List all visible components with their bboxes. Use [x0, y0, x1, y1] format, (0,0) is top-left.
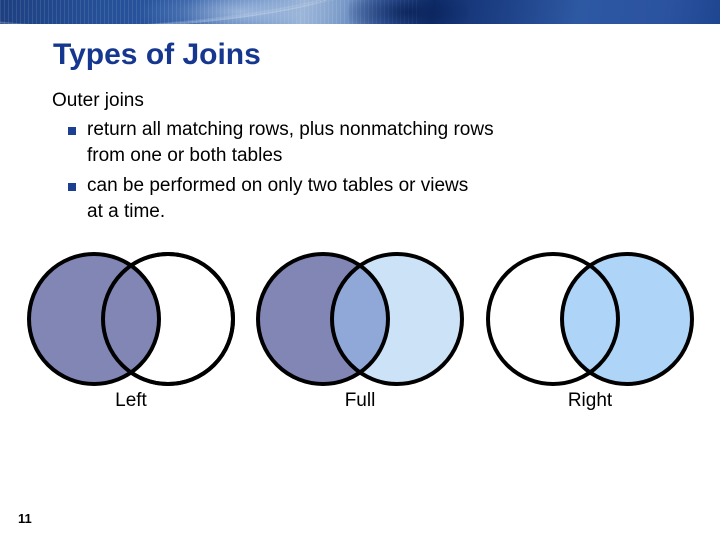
body-heading: Outer joins	[52, 90, 144, 111]
square-bullet-icon	[68, 127, 76, 135]
header-light-glow	[140, 0, 340, 24]
venn-label-full: Full	[344, 390, 376, 411]
venn-label-right: Right	[567, 390, 613, 411]
page-number: 11	[18, 511, 32, 526]
square-bullet-icon	[68, 183, 76, 191]
venn-overlap-region	[103, 254, 159, 384]
venn-diagram-right: Right	[477, 248, 703, 411]
venn-circle-left-outline	[256, 252, 390, 386]
venn-circle-right-outline	[330, 252, 464, 386]
bullet-line: can be performed on only two tables or v…	[87, 175, 469, 196]
venn-circle-right-outline	[101, 252, 235, 386]
venn-circle-left-outline	[486, 252, 620, 386]
bullet-line: return all matching rows, plus nonmatchi…	[87, 119, 494, 140]
venn-diagram-group: Left Full	[0, 248, 720, 423]
venn-label-left: Left	[115, 390, 147, 411]
venn-circle-left-outline	[27, 252, 161, 386]
bullet-text: return all matching rows, plus nonmatchi…	[87, 117, 682, 169]
venn-left-svg	[27, 252, 235, 386]
page-title: Types of Joins	[53, 38, 261, 71]
venn-overlap-region	[562, 254, 618, 384]
bullet-text: can be performed on only two tables or v…	[87, 173, 682, 225]
venn-diagram-full: Full	[247, 248, 473, 411]
venn-overlap-region	[332, 254, 388, 384]
slide-header-banner	[0, 0, 720, 24]
list-item: can be performed on only two tables or v…	[52, 173, 682, 225]
header-dark-accent	[348, 0, 468, 24]
list-item: return all matching rows, plus nonmatchi…	[52, 117, 682, 169]
bullet-line: from one or both tables	[87, 145, 283, 166]
venn-diagram-left: Left	[18, 248, 244, 411]
bullet-line: at a time.	[87, 201, 166, 222]
body-content: Outer joins return all matching rows, pl…	[52, 88, 682, 225]
venn-right-svg	[486, 252, 694, 386]
venn-circle-right-outline	[560, 252, 694, 386]
venn-full-svg	[256, 252, 464, 386]
